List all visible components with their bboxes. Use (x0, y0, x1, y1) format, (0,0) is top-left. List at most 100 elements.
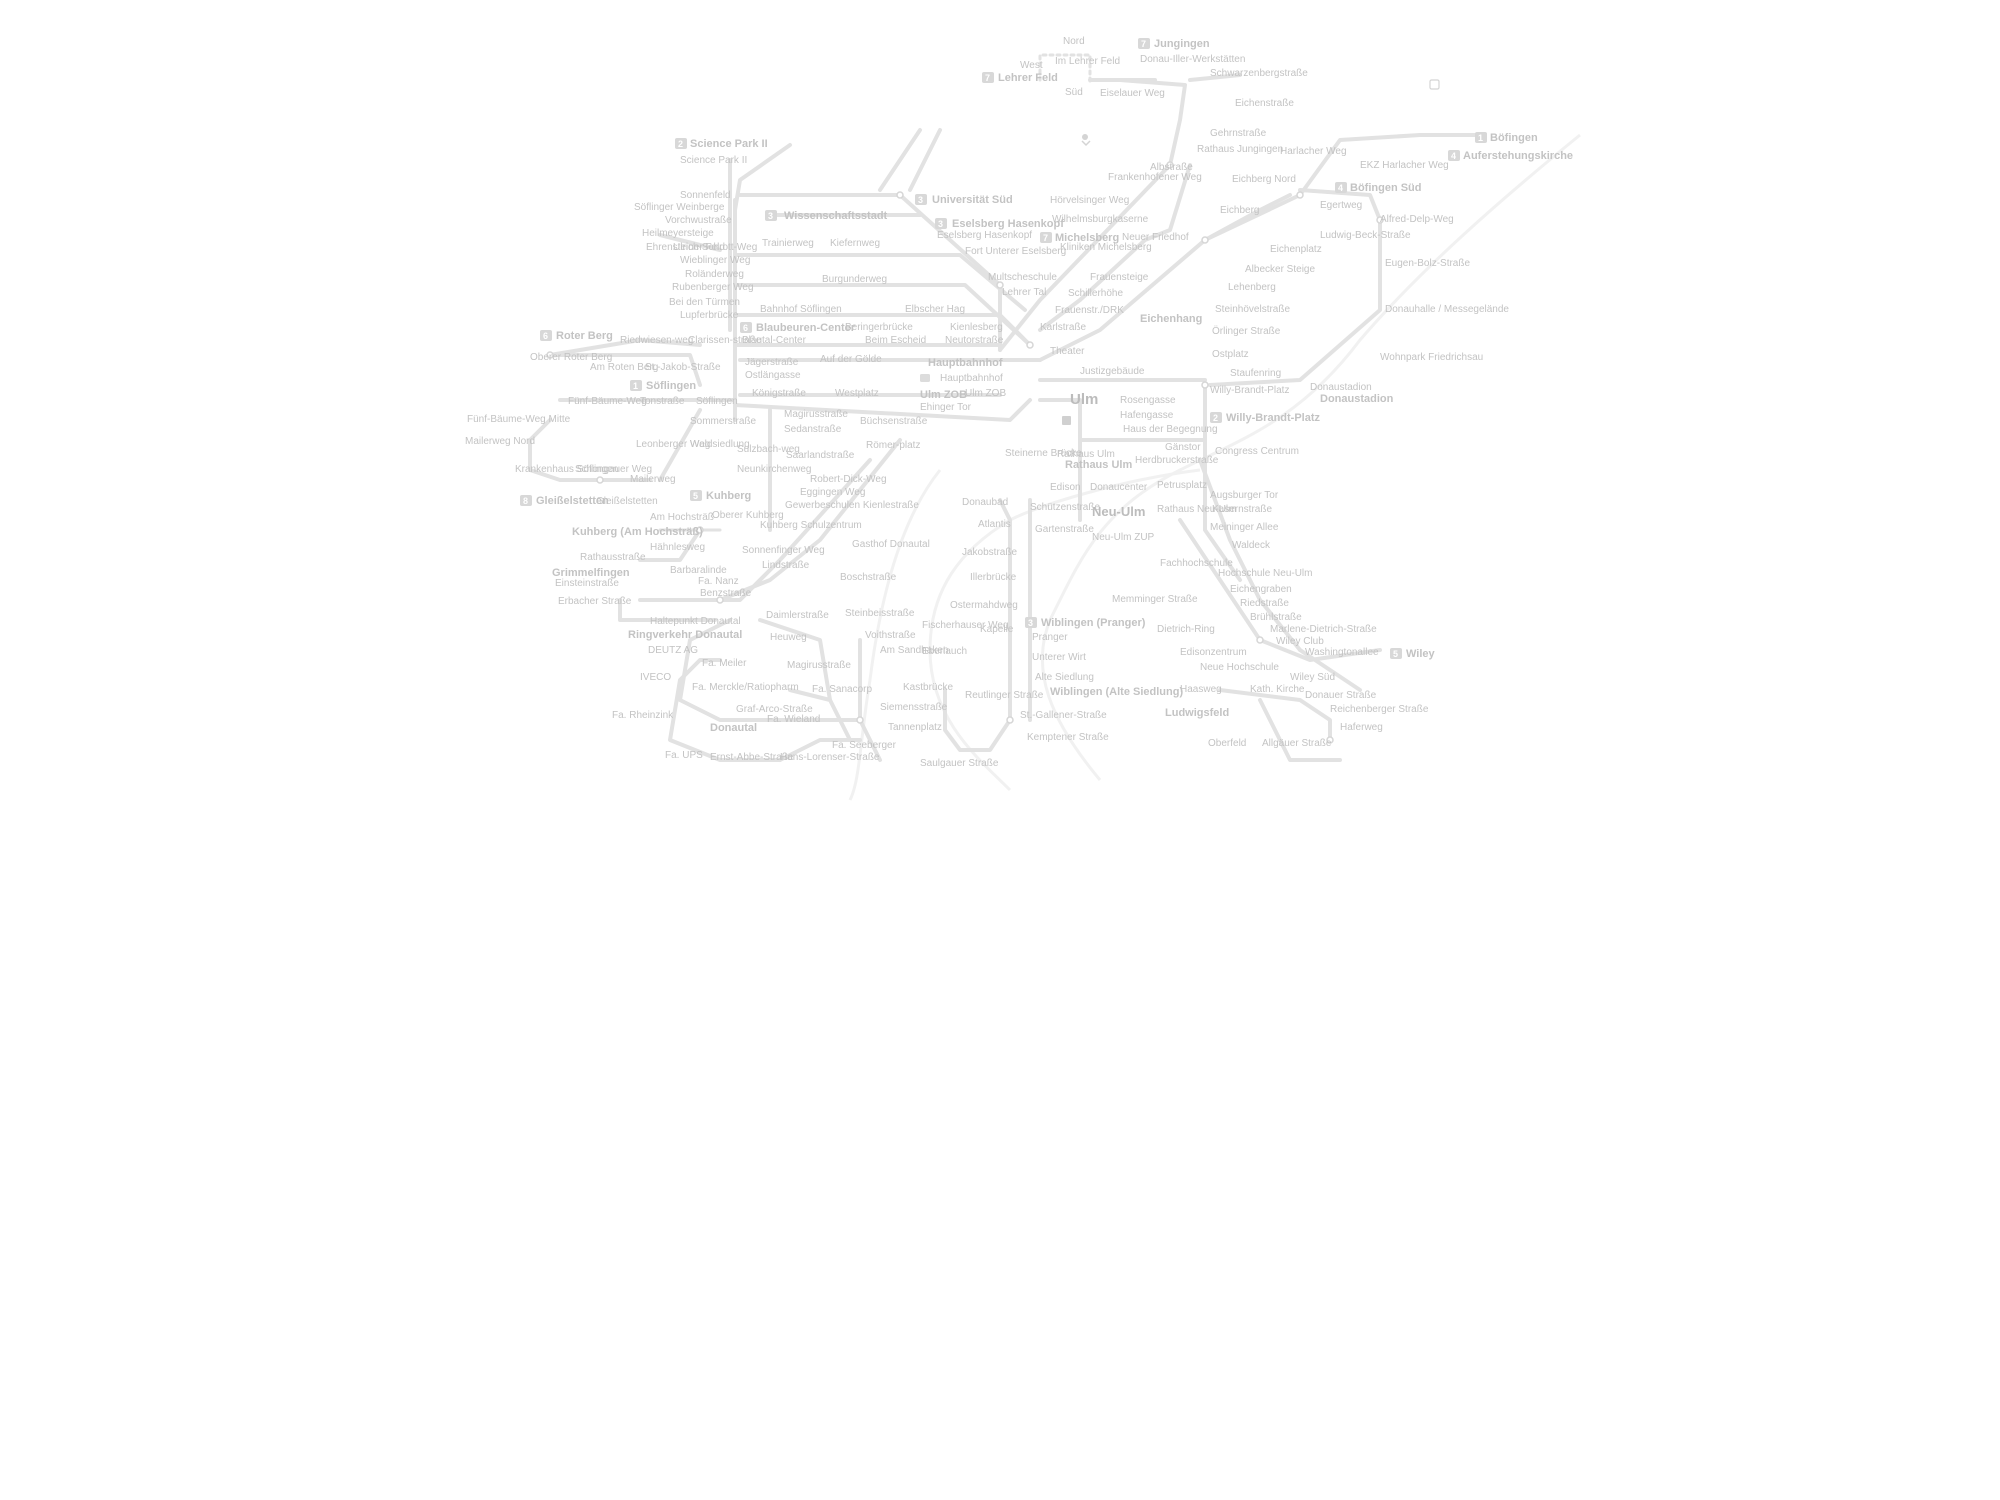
stop-label: Neu-Ulm ZUP (1092, 532, 1155, 543)
stop-label: Eichengraben (1230, 584, 1292, 595)
stop-label: Am Roten Berg (590, 362, 658, 373)
stop-label: Lupferbrücke (680, 310, 739, 321)
stop-label: Lehenberg (1228, 282, 1276, 293)
svg-text:6: 6 (743, 323, 748, 333)
terminal-wiblingen-pranger: 3 Wiblingen (Pranger) (1025, 617, 1146, 629)
svg-text:Söflingen: Söflingen (646, 380, 696, 392)
stop-label: Illerbrücke (970, 572, 1017, 583)
stop-marker (856, 716, 864, 724)
stop-label: Theater (1050, 346, 1085, 357)
stop-label: Science Park II (680, 155, 747, 166)
stop-label: Tannenplatz (888, 722, 942, 733)
stop-label: Donaustadion (1310, 382, 1372, 393)
svg-text:8: 8 (523, 496, 528, 506)
svg-text:7: 7 (1043, 233, 1048, 243)
stop-marker (696, 526, 704, 534)
svg-text:Universität Süd: Universität Süd (932, 194, 1013, 206)
stop-label: Petrusplatz (1157, 480, 1207, 491)
terminal-kuhberg-am-hochstraess: Kuhberg (Am Hochsträß) (572, 526, 703, 538)
svg-text:7: 7 (1141, 39, 1146, 49)
stop-label: Einsteinstraße (555, 578, 619, 589)
stop-marker (996, 281, 1004, 289)
stop-label: Congress Centrum (1215, 446, 1299, 457)
stop-label: Neuer Friedhof (1122, 232, 1189, 243)
stop-label: Lindstraße (762, 560, 810, 571)
stop-label: Reutlinger Straße (965, 690, 1044, 701)
terminal-ringverkehr-donautal: Ringverkehr Donautal (628, 629, 742, 641)
stop-label: Rosengasse (1120, 395, 1176, 406)
city-label-neu-ulm: Neu-Ulm (1092, 504, 1145, 519)
stop-label: Wieblinger Weg (680, 255, 750, 266)
stop-label: Daimlerstraße (766, 610, 829, 621)
stop-label: Sulzbach-weg (737, 444, 800, 455)
svg-text:Michelsberg: Michelsberg (1055, 232, 1119, 244)
svg-text:Hauptbahnhof: Hauptbahnhof (928, 357, 1003, 369)
svg-text:4: 4 (1338, 183, 1343, 193)
stop-label: Fa. Sanacorp (812, 684, 872, 695)
svg-text:Donautal: Donautal (710, 722, 757, 734)
stop-label: Frauenstr./DRK (1055, 305, 1124, 316)
stop-label: EKZ Harlacher Weg (1360, 160, 1449, 171)
stop-label: Rathaus Jungingen (1197, 144, 1283, 155)
stop-label: Nord (1063, 36, 1085, 47)
stop-label: Alte Siedlung (1035, 672, 1094, 683)
svg-text:3: 3 (1028, 618, 1033, 628)
terminal-kuhberg: 5 Kuhberg (690, 490, 751, 502)
svg-text:Ludwigsfeld: Ludwigsfeld (1165, 707, 1229, 719)
park-and-ride-icon (1062, 416, 1071, 425)
stop-label: Kiefernweg (830, 238, 880, 249)
svg-text:Wiblingen (Pranger): Wiblingen (Pranger) (1041, 617, 1146, 629)
stop-label: Am Sandhaken (880, 645, 948, 656)
stop-marker (716, 596, 724, 604)
stop-label: Rathaus Ulm (1057, 449, 1115, 460)
svg-text:3: 3 (918, 195, 923, 205)
stop-label: Benzstraße (700, 588, 752, 599)
stop-label: Brühlstraße (1250, 612, 1302, 623)
stop-label: Fort Unterer Eselsberg (965, 246, 1066, 257)
stop-label: Ulm ZOB (965, 388, 1006, 399)
stop-label: Frankenhofener Weg (1108, 172, 1202, 183)
stop-label: Sommerstraße (690, 416, 757, 427)
stop-label: Bahnhof Söflingen (760, 304, 842, 315)
svg-text:Eselsberg Hasenkopf: Eselsberg Hasenkopf (952, 218, 1064, 230)
stop-marker (1376, 216, 1384, 224)
stop-marker (1326, 736, 1334, 744)
terminal-ulm-zob: Ulm ZOB (920, 389, 967, 401)
stop-label: Washingtonallee (1305, 647, 1379, 658)
svg-text:Ulm ZOB: Ulm ZOB (920, 389, 967, 401)
stop-label: Hörvelsinger Weg (1050, 195, 1129, 206)
stop-label: Donauer Straße (1305, 690, 1377, 701)
stop-label: Marlene-Dietrich-Straße (1270, 624, 1377, 635)
stop-label: Kienlesberg (950, 322, 1003, 333)
stop-label: Fachhochschule (1160, 558, 1233, 569)
svg-text:1: 1 (1478, 133, 1483, 143)
stop-label: Ernst-Abbe-Straße (710, 752, 794, 763)
stop-label: Graf-Arco-Straße (736, 704, 813, 715)
stop-label: Steinbeisstraße (845, 608, 915, 619)
stop-markers (546, 161, 1384, 744)
stop-label: Jägerstraße (745, 357, 799, 368)
svg-text:Blaubeuren-Center: Blaubeuren-Center (756, 322, 856, 334)
svg-text:Lehrer Feld: Lehrer Feld (998, 72, 1058, 84)
stop-label: Multscheschule (988, 272, 1057, 283)
svg-text:1: 1 (633, 381, 638, 391)
stop-label: Donauhalle / Messegelände (1385, 304, 1509, 315)
stop-label: Kliniken Michelsberg (1060, 242, 1152, 253)
stop-marker (896, 191, 904, 199)
stop-label: Gasthof Donautal (852, 539, 930, 550)
svg-text:2: 2 (678, 139, 683, 149)
stop-label: Fischerhauser Weg (922, 620, 1009, 631)
stop-label: Schillerhöhe (1068, 288, 1123, 299)
stop-marker (1166, 161, 1174, 169)
stop-label: Beringerbrücke (845, 322, 913, 333)
stop-label: Hafengasse (1120, 410, 1174, 421)
stop-label: Eberlauch (922, 646, 967, 657)
stop-label: Haasweg (1180, 684, 1222, 695)
svg-text:4: 4 (1451, 151, 1456, 161)
stop-label: Schützenstraße (1030, 502, 1100, 513)
stop-label: Söflinger Weinberge (634, 202, 725, 213)
stop-label: St.-Jakob-Straße (645, 362, 721, 373)
stop-label: Justizgebäude (1080, 366, 1145, 377)
stop-label: Haltepunkt Donautal (650, 616, 741, 627)
